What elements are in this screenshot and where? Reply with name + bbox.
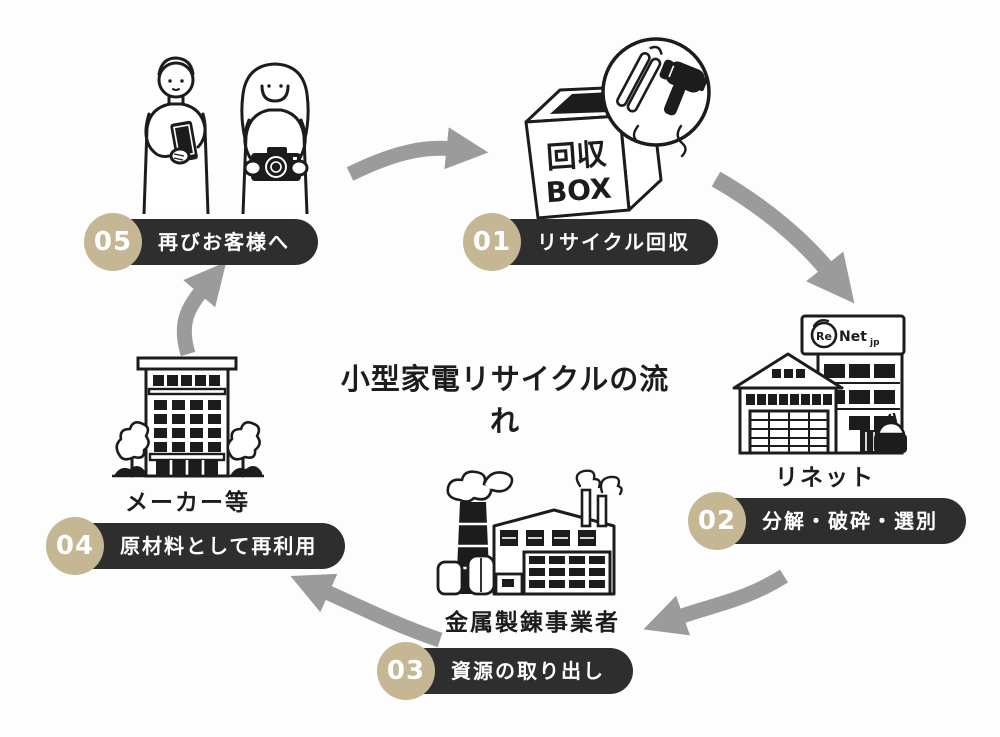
trash-bag-icon: [874, 412, 907, 453]
man-figure: [142, 56, 210, 215]
step-label-pill: 分解・破砕・選別: [712, 498, 966, 544]
arrow-renet-to-smelter: [643, 569, 789, 636]
arrow-customers-to-box: [346, 127, 489, 181]
badge-step-01: 01 リサイクル回収: [463, 213, 718, 271]
logo-jp-text: jp: [869, 338, 880, 348]
step-label-pill: 原材料として再利用: [70, 523, 346, 569]
caption-renet: リネット: [775, 465, 875, 491]
arrow-box-to-renet: [711, 171, 855, 304]
box-label-line1: 回収: [545, 137, 608, 176]
zoom-circle: [597, 37, 711, 158]
badge-step-03: 03 資源の取り出し: [377, 642, 633, 700]
camera-icon: [251, 147, 301, 181]
customers-illustration: [142, 56, 310, 215]
smelter-factory-illustration: [436, 469, 623, 596]
badge-step-04: 04 原材料として再利用: [46, 517, 346, 575]
warehouse: [732, 352, 844, 455]
factory-annex: [494, 550, 612, 596]
caption-smelter: 金属製錬事業者: [445, 610, 620, 636]
step-number: 02: [688, 492, 746, 550]
logo-net-text: Net: [839, 329, 867, 345]
tree-right: [226, 421, 263, 478]
maker-building-illustration: [112, 356, 264, 478]
renet-sign: Re Net jp: [800, 314, 906, 356]
storage-tanks: [436, 554, 496, 596]
badge-step-02: 02 分解・破砕・選別: [688, 492, 966, 550]
step-label-pill: 資源の取り出し: [401, 648, 633, 694]
office-building: [136, 356, 238, 478]
step-number: 01: [463, 213, 521, 271]
tree-left: [114, 421, 150, 478]
badge-step-05: 05 再びお客様へ: [84, 213, 318, 271]
hair-dryer-icon: [659, 59, 708, 116]
step-number: 03: [377, 642, 435, 700]
woman-figure: [240, 62, 310, 215]
smoke: [446, 469, 623, 503]
arrow-maker-to-customers: [176, 261, 227, 357]
arrow-smelter-to-maker: [290, 573, 443, 648]
step-label-pill: 再びお客様へ: [108, 219, 318, 265]
caption-maker: メーカー等: [125, 490, 250, 516]
logo-re-text: Re: [816, 330, 832, 343]
step-number: 04: [46, 517, 104, 575]
renet-building-illustration: Re Net jp: [732, 314, 907, 455]
hair-straightener-icon: [616, 45, 663, 113]
diagram-title: 小型家電リサイクルの流れ: [340, 362, 670, 438]
box-label-line2: BOX: [545, 172, 613, 210]
step-number: 05: [84, 213, 142, 271]
collection-box-illustration: 回収 BOX: [524, 37, 711, 220]
step-label-pill: リサイクル回収: [487, 219, 718, 265]
